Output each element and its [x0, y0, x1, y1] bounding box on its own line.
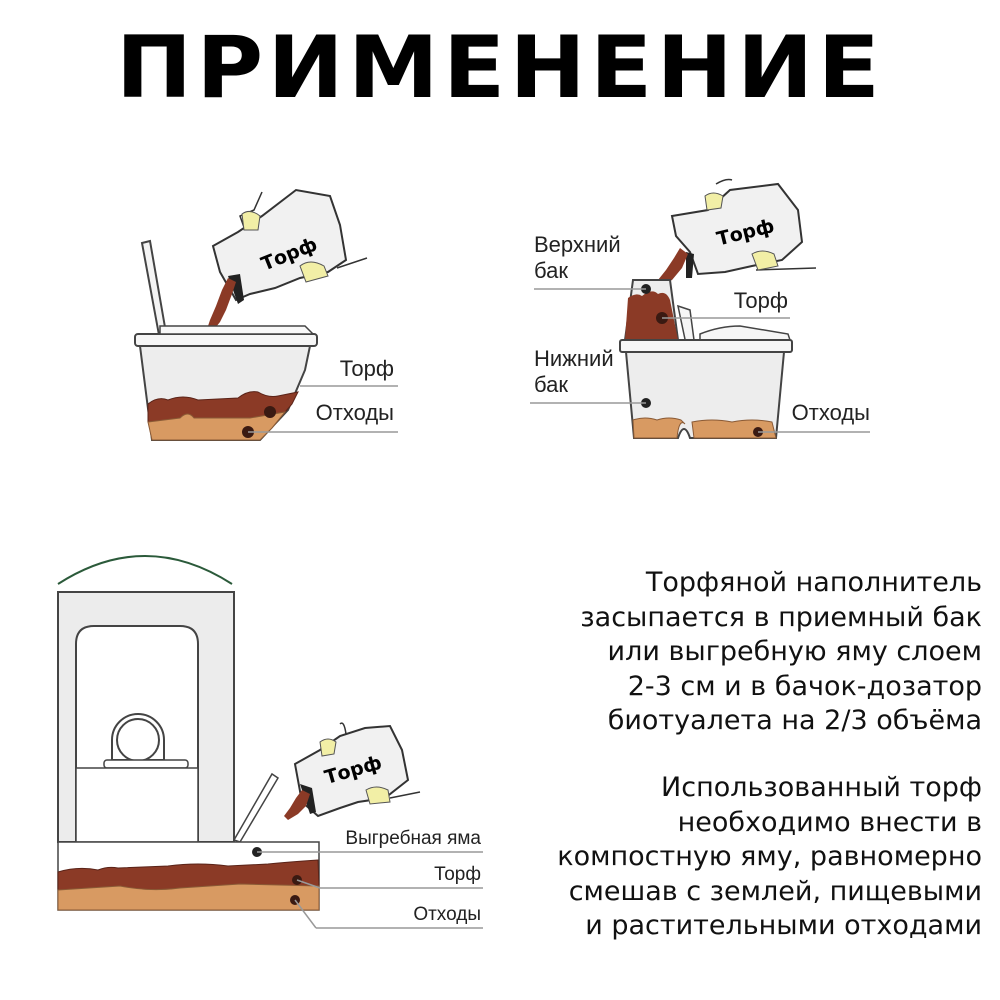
paragraph-disposal: Использованный торф необходимо внести в … [557, 772, 982, 941]
diagram-outhouse: Торф Выгребная яма Торф Отходы [57, 555, 483, 929]
peat-stream [206, 278, 236, 332]
peat-bag-icon: Торф [293, 722, 421, 818]
label-peat: Торф [340, 356, 394, 381]
label-waste: Отходы [316, 400, 394, 425]
peat-stream [658, 248, 688, 284]
label-upper-tank: Верхний [534, 232, 621, 257]
peat-bag-icon: Торф [211, 188, 368, 304]
label-waste: Отходы [792, 400, 870, 425]
diagram-toilet-bucket: Торф Торф Отходы [134, 188, 398, 441]
upper-tank-peat [625, 291, 678, 340]
label-lower-tank: Нижний [534, 346, 614, 371]
label-peat: Торф [734, 288, 788, 313]
waste-layer [632, 417, 777, 439]
label-peat: Торф [434, 864, 481, 885]
peat-stream [284, 790, 310, 820]
page-title: ПРИМЕНЕНИЕ [115, 18, 885, 118]
label-pit: Выгребная яма [345, 828, 481, 849]
lid-icon [140, 239, 168, 337]
paragraph-usage: Торфяной наполнитель засыпается в приемн… [580, 567, 982, 736]
label-waste: Отходы [413, 904, 481, 925]
label-lower-tank-2: бак [534, 372, 568, 397]
peat-bag-icon: Торф [670, 178, 817, 278]
diagram-bio-toilet: Торф Верхний бак Торф Нижний бак Отходы [530, 178, 870, 439]
waste-layer [57, 883, 320, 911]
label-upper-tank-2: бак [534, 258, 568, 283]
